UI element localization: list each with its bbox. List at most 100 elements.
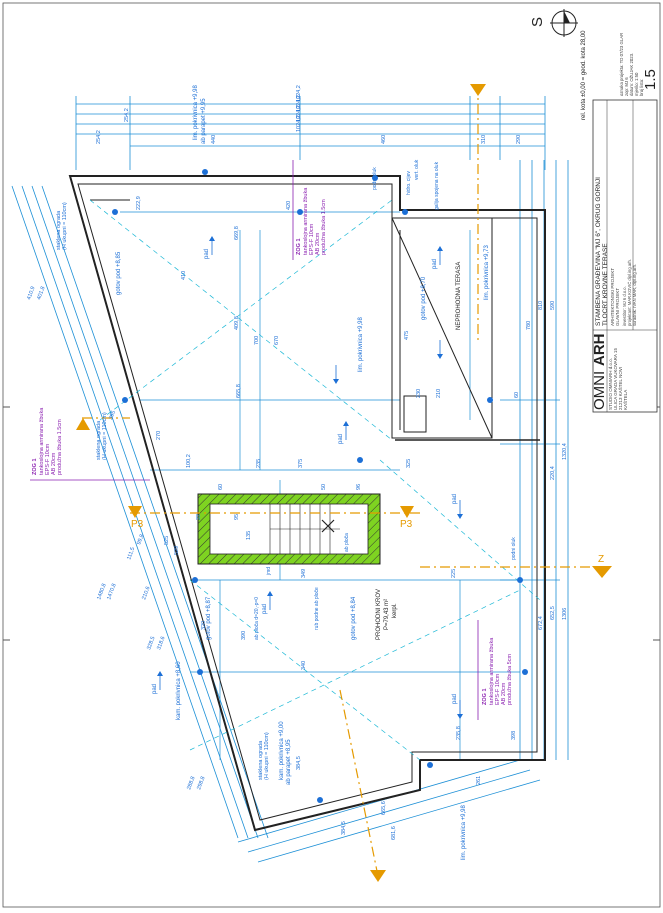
dim-59: 22 [196, 514, 202, 520]
zog-b-line-3: AB 20cm [51, 452, 57, 475]
office-line-3: 21213 KAŠTEL NOVI [617, 367, 623, 410]
section-label-p3-right: P3 [400, 519, 413, 530]
zog-b-line-2: EPS-F 10cm [45, 443, 51, 475]
dim-66: 111,5 [126, 546, 136, 560]
misc-notes: ab ploča jmd hidro. cijev vert. oluk gal… [254, 159, 517, 640]
label-gotov-pod-2: gotov pod +8,70 [421, 276, 427, 320]
dim-45: 325 [406, 459, 412, 468]
drain-point [122, 397, 128, 403]
section-label-z: Z [598, 554, 604, 565]
label-krov-area: P=79,43 m² [384, 599, 390, 630]
dim-6: 440 [211, 135, 217, 144]
dim-44: 225 [451, 569, 457, 578]
dim-64: 318,6 [156, 636, 166, 651]
north-arrow: S [529, 9, 578, 37]
slope-arrow [333, 365, 339, 384]
slope-lines [89, 199, 541, 761]
label-galija: galija spojena na oluk [434, 161, 440, 210]
zog-c-line-1: tankoslojna armirana žbuka [489, 637, 495, 705]
title-block-frame [592, 99, 658, 413]
dim-15: 700 [254, 336, 260, 345]
dim-22: 475 [404, 331, 410, 340]
svg-text:pad: pad [432, 259, 438, 269]
dim-25: 590 [550, 301, 556, 310]
label-kam-1: kam. pokrivnica +9,00 [279, 721, 285, 780]
dim-31: 410,9 [26, 286, 36, 301]
meta-1: oznaka projekta: TD 07/23 GLAR [619, 33, 624, 96]
office-line-2: ULICA GRADA VUKOVARA 15 [613, 348, 618, 410]
label-lim-2: lim. pokrivnica +9,73 [484, 244, 490, 300]
office-line-4: KAŠTELA [622, 390, 628, 410]
dim-39: 681,6 [391, 826, 397, 840]
dim-40: 384,5 [341, 821, 347, 835]
zog-b-line-4: produžna žbuka 1.5cm [57, 419, 63, 475]
zog-c-line-2: EPS-F 10cm [495, 673, 501, 705]
railing-3: staklena ograda [258, 740, 264, 780]
dim-63: 328,5 [146, 636, 156, 651]
drain-point [517, 577, 523, 583]
dim-32: 401,8 [36, 286, 46, 301]
label-lift: ab ploča d=20,-p=0 [254, 597, 260, 640]
dim-58: 96 [356, 484, 362, 490]
zog-a-line-3: AB 20cm [315, 232, 321, 255]
dim-35: 395 [108, 410, 117, 421]
dim-24: 810 [538, 301, 544, 310]
dim-34: 1470,8 [106, 583, 117, 601]
drain-point [202, 169, 208, 175]
section-label-p3-left: P3 [131, 519, 144, 530]
slope-arrow: pad [452, 494, 463, 519]
label-lim-4: lim. pokrivnica +9,98 [461, 804, 467, 860]
dim-14: 409,8 [234, 316, 240, 330]
dimension-lines-interior [120, 211, 520, 760]
slope-arrow: pad [262, 591, 273, 614]
dim-38: 665,6 [381, 801, 387, 815]
label-prohodni-krov: PROHODNI KROV [376, 589, 382, 640]
non-walkable-terrace [391, 217, 540, 441]
label-gotov-pod-3: gotov pod +8,87 [206, 596, 212, 640]
dim-49: 270 [156, 431, 162, 440]
dim-54: 95 [234, 514, 240, 520]
dim-20: 60 [514, 392, 520, 398]
phase-line-2: GLAVNI PROJEKT [615, 288, 620, 326]
label-ab-parapet-1: ab parapet +9,95 [201, 98, 207, 144]
phase-line-1: ARHITEKTONSKI PROJEKT [610, 268, 615, 326]
dim-5: 254,2 [96, 130, 102, 144]
svg-text:pad: pad [338, 434, 344, 444]
office-line-1: STUDIO OMNIARH d.o.o. [608, 358, 613, 410]
railing-3b: (H ukupni = 110cm) [264, 732, 270, 780]
slope-arrow: pad [152, 671, 163, 694]
role-2: projektant: MAR.KOVIĆ dipl.ing.arh. [627, 259, 632, 326]
slope-arrows: pad pad pad pad pad pad pad [152, 236, 463, 719]
zog-c-line-4: produžna žbuka 5cm [507, 654, 513, 705]
svg-text:pad: pad [204, 249, 210, 259]
dim-52: 375 [298, 459, 304, 468]
dim-9: 290 [516, 135, 522, 144]
section-marker-bottom [370, 870, 386, 882]
label-nepronodna: NEPROHODNA TERASA [456, 262, 462, 330]
meta-5: broj lista: [639, 79, 644, 96]
dim-50: 525 [164, 536, 170, 545]
label-kam-2: kam. pokrivnica +8,60 [176, 661, 182, 720]
label-pod-oluk: podni oluk [372, 167, 378, 190]
zog-b-line-1: tankoslojna armirana žbuka [39, 407, 45, 475]
stair-core [197, 493, 381, 565]
dim-17: 665,8 [236, 384, 242, 398]
dim-37: 298,8 [196, 776, 206, 791]
section-marker-upper-left [76, 418, 90, 430]
dim-56: 60 [218, 484, 224, 490]
dim-21: 230 [416, 389, 422, 398]
slope-arrow: pad [452, 694, 463, 719]
dim-18: 410 [181, 271, 187, 280]
meta-2: zop: MJ 6 [624, 77, 629, 96]
stair-steps [269, 504, 340, 554]
dim-27: 220,4 [550, 466, 556, 480]
label-gotov-pod-4: gotov pod +8,84 [351, 596, 357, 640]
drain-point [372, 175, 378, 181]
dim-33: 1480,8 [96, 583, 107, 601]
dim-30: 1306 [562, 608, 568, 620]
zog-a-line-4: produžna žbuka 1.5cm [321, 199, 327, 255]
plan-labels: NEPROHODNA TERASA PROHODNI KROV P=79,43 … [116, 84, 490, 860]
section-lines [82, 84, 600, 877]
railing-1: staklena ograda [56, 210, 62, 250]
section-marker-left [128, 506, 142, 518]
